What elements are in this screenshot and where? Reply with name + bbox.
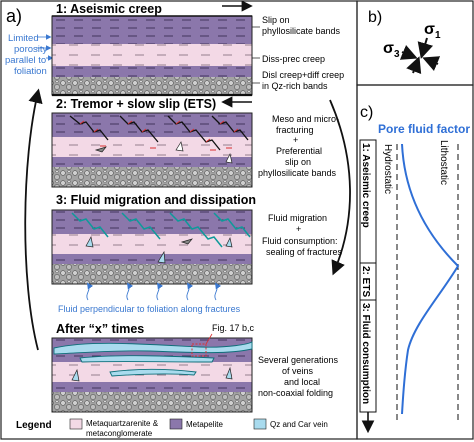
stage-4-lenses: [71, 366, 233, 382]
stage-3-fractures: [71, 212, 251, 248]
stage-2-note-4: Preferential: [276, 146, 322, 156]
stress-arrows: [399, 37, 441, 75]
porosity-note-line-3: parallel to: [5, 55, 46, 66]
stage-2-note-5: slip on: [285, 157, 311, 167]
legend-label-vein: Qz and Car vein: [270, 420, 328, 429]
stage-4-notes: Several generations of veins and local n…: [258, 355, 339, 398]
porosity-arrows: [36, 34, 54, 61]
stage-1-title: 1: Aseismic creep: [56, 2, 162, 16]
fig-ref-label: Fig. 17 b,c: [212, 323, 255, 333]
porosity-note-line-4: foliation: [14, 66, 47, 77]
cycle-arrow-down: [329, 99, 351, 276]
porosity-note-line-2: porosity: [14, 44, 48, 55]
legend-swatch-quartzite: [69, 418, 83, 430]
legend-label-quartzite-1: Metaquartzarenite &: [86, 419, 159, 428]
stage-1-note-4: Disl creep+diff creep: [262, 70, 344, 80]
stage-1-block: [51, 4, 253, 97]
panel-c-frame: [356, 84, 474, 440]
stage-3-notes: Fluid migration + Fluid consumption: sea…: [262, 213, 343, 257]
stage-1-note-5: in Qz-rich bands: [262, 81, 328, 91]
panel-a-label: a): [6, 6, 22, 26]
pore-fluid-title: Pore fluid factor: [378, 122, 470, 136]
sigma-3-label: σ3: [383, 40, 400, 60]
stage-3-lenses: [85, 235, 233, 264]
stage-col-label-3: 3: Fluid consumption: [360, 303, 371, 404]
sigma-1-label: σ1: [424, 21, 441, 41]
fluid-arrows: [86, 282, 222, 301]
stage-4-note-1: Several generations: [258, 355, 339, 365]
stage-2-note-6: phyllosilicate bands: [258, 168, 337, 178]
stage-4-block: [51, 337, 253, 413]
fig-ref-box: [191, 343, 207, 357]
stage-4-title: After “x” times: [56, 322, 144, 336]
stage-col-label-1: 1: Aseismic creep: [360, 143, 371, 228]
stage-1-leaders: [252, 26, 260, 84]
stage-4-note-2: of veins: [282, 366, 314, 376]
stage-3-note-2: +: [296, 224, 301, 234]
legend-swatch-vein: [253, 418, 267, 430]
porosity-note: Limited porosity parallel to foliation: [5, 33, 48, 77]
stage-4-note-3: and local: [284, 377, 320, 387]
fluid-note: Fluid perpendicular to foliation along f…: [58, 304, 241, 314]
stage-2-note-2: fracturing: [276, 125, 314, 135]
stage-1-note-3: Diss-prec creep: [262, 54, 325, 64]
stage-2-title: 2: Tremor + slow slip (ETS): [56, 97, 216, 111]
stage-2-note-1: Meso and micro-: [272, 114, 339, 124]
cycle-arrow-up: [24, 88, 43, 351]
stage-2-lenses: [94, 141, 233, 164]
stage-2-note-3: +: [293, 135, 298, 145]
stage-2-notes: Meso and micro- fracturing + Preferentia…: [258, 114, 339, 178]
stage-2-block: [51, 112, 253, 188]
legend-swatch-metapelite: [169, 418, 183, 430]
stage-1-notes: Slip on phyllosilicate bands Diss-prec c…: [262, 15, 344, 91]
stage-1-note-2: phyllosilicate bands: [262, 26, 341, 36]
stage-col-label-2: 2: ETS: [360, 266, 371, 297]
legend-label-metapelite: Metapelite: [186, 420, 223, 429]
panel-c-label: c): [360, 104, 373, 121]
legend-title: Legend: [16, 420, 52, 431]
legend-label-quartzite-2: metaconglomerate: [86, 429, 153, 438]
stage-4-veins: [53, 341, 253, 377]
panel-b-label: b): [368, 9, 382, 26]
stage-4-note-4: non-coaxial folding: [258, 388, 333, 398]
stage-1-note-1: Slip on: [262, 15, 290, 25]
porosity-note-line-1: Limited: [8, 33, 39, 44]
stage-3-note-3: Fluid consumption:: [262, 236, 338, 246]
stage-3-title: 3: Fluid migration and dissipation: [56, 193, 256, 207]
fig-ref-leader: [205, 333, 213, 345]
stage-3-note-1: Fluid migration: [268, 213, 327, 223]
stage-3-note-4: sealing of fractures: [266, 247, 343, 257]
stage-2-slip-marks: [79, 120, 239, 151]
hydrostatic-label: Hydrostatic: [382, 144, 393, 194]
pore-fluid-curve: [401, 143, 460, 415]
lithostatic-label: Lithostatic: [438, 140, 449, 185]
